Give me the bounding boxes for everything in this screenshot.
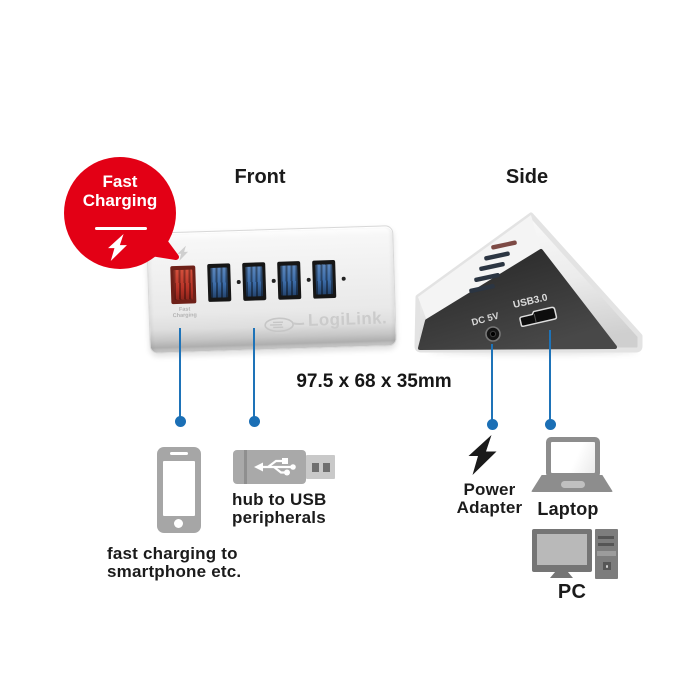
callout-dot-fast-charging — [174, 415, 186, 427]
usb-contact-hole — [312, 462, 319, 472]
pc-tower-drive — [597, 551, 616, 556]
port-led-3 — [306, 277, 311, 282]
pc-power-button — [602, 562, 611, 570]
pc-tower — [595, 529, 618, 579]
usb-hub-front: Fast Charging LogiLink. — [146, 225, 397, 354]
port-led-2 — [271, 278, 276, 283]
badge-bubble-shape — [64, 157, 179, 269]
superspeed-usb-logo — [264, 317, 305, 334]
fast-charging-badge: Fast Charging — [58, 150, 190, 278]
caption-power-adapter: Power Adapter — [456, 480, 523, 517]
logilink-logo: LogiLink. — [307, 308, 388, 330]
port-led-1 — [236, 279, 241, 285]
caption-laptop: Laptop — [537, 499, 599, 519]
usb-plug-icon — [233, 450, 335, 484]
pc-tower-slot — [598, 543, 614, 546]
fast-port-label: Fast Charging — [172, 306, 197, 320]
front-view-label: Front — [234, 166, 286, 188]
port-slot-fast — [491, 240, 517, 250]
caption-peripherals: hub to USB peripherals — [232, 490, 327, 527]
usb3-port-tongue — [280, 265, 299, 296]
lightning-bolt-icon — [108, 234, 127, 261]
etched-bolt-icon — [177, 245, 189, 261]
laptop-screen — [551, 442, 595, 473]
callout-dot-power — [486, 418, 498, 430]
usb-plug-cap-line — [244, 450, 247, 484]
usb-trident-icon — [254, 458, 296, 476]
caption-pc: PC — [557, 581, 587, 603]
usb-contact-hole — [323, 462, 330, 472]
usb-hub-side: DC 5V USB3.0 — [414, 212, 643, 353]
caption-fast-charging: fast charging to smartphone etc. — [107, 544, 242, 581]
usb3-port-1 — [207, 263, 232, 302]
side-view-label: Side — [505, 166, 549, 188]
pc-monitor-screen — [537, 534, 587, 565]
badge-title: Fast Charging — [82, 172, 158, 210]
callout-line-peripherals — [253, 328, 255, 419]
desktop-pc-icon — [532, 529, 618, 580]
callout-line-fast-charging — [179, 328, 181, 419]
usb-plug-contacts — [306, 455, 335, 479]
usb3-port-3 — [277, 261, 302, 300]
callout-dot-peripherals — [248, 415, 260, 427]
port-slot-usb3 — [484, 251, 510, 261]
callout-dot-laptop — [544, 418, 556, 430]
micro-usb-port — [519, 306, 558, 328]
laptop-icon — [531, 437, 613, 493]
callout-line-power — [491, 344, 493, 422]
laptop-touchpad — [561, 481, 585, 488]
usb3-port-tongue — [315, 264, 334, 295]
usb3-port-tongue — [210, 267, 229, 298]
phone-screen — [163, 461, 195, 516]
usb3-port-tongue — [245, 266, 264, 297]
usb3-port-2 — [242, 262, 267, 301]
usb3-port-4 — [312, 259, 337, 299]
dc-jack-pin — [489, 330, 497, 338]
pc-monitor-stand — [550, 572, 573, 578]
port-led-4 — [341, 276, 346, 281]
port-slot-usb3 — [469, 284, 495, 293]
callout-line-laptop — [549, 330, 551, 422]
phone-speaker — [170, 451, 188, 455]
phone-home-button — [173, 518, 183, 528]
badge-divider — [95, 227, 147, 230]
smartphone-icon — [157, 447, 201, 533]
dimensions-label: 97.5 x 68 x 35mm — [296, 371, 452, 392]
port-slot-usb3 — [474, 273, 500, 282]
port-slot-usb3 — [479, 262, 505, 271]
pc-tower-slot — [598, 536, 614, 539]
port-slots — [469, 240, 517, 293]
side-back-face — [418, 249, 617, 350]
power-bolt-icon — [468, 435, 497, 475]
